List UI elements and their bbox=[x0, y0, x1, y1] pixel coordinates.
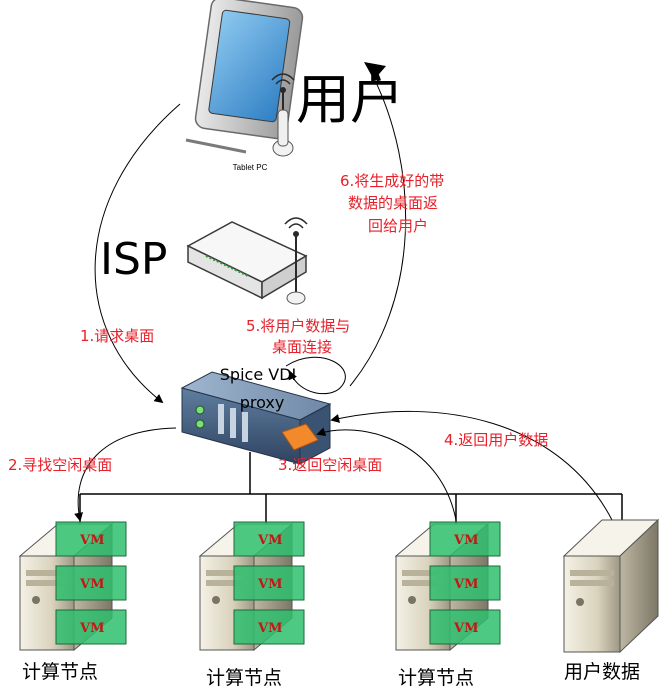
arrow-step5 bbox=[285, 356, 346, 395]
vm-stack: VM VM VM bbox=[55, 521, 127, 645]
tablet-pc-icon bbox=[185, 0, 304, 157]
compute-node-2-label: 计算节点 bbox=[206, 667, 282, 689]
user-data-server-icon bbox=[562, 518, 660, 654]
step6-label-line1: 6.将生成好的带 bbox=[340, 172, 444, 190]
step5-label-line2: 桌面连接 bbox=[272, 338, 332, 356]
step5-label-line1: 5.将用户数据与 bbox=[246, 317, 350, 335]
step6-label-line3: 回给用户 bbox=[368, 217, 428, 235]
vm-stack: VM VM VM bbox=[429, 521, 501, 645]
compute-node-2: VM VM VM bbox=[198, 521, 305, 652]
arrow-step6 bbox=[349, 72, 407, 387]
proxy-label-line1: Spice VDI bbox=[220, 365, 296, 384]
step3-label: 3.返回空闲桌面 bbox=[278, 456, 382, 474]
user-data-label: 用户数据 bbox=[564, 661, 640, 683]
vm-label: VM bbox=[453, 577, 478, 592]
isp-label: ISP bbox=[100, 234, 167, 285]
user-label: 用户 bbox=[296, 68, 404, 131]
tablet-caption: Tablet PC bbox=[233, 163, 268, 172]
flow-arrows bbox=[74, 72, 613, 522]
arrow-step4 bbox=[330, 410, 613, 521]
vm-label: VM bbox=[453, 533, 478, 548]
step1-label: 1.请求桌面 bbox=[80, 327, 154, 345]
arrow-step3 bbox=[316, 427, 457, 521]
compute-node-1: VM VM VM bbox=[18, 521, 127, 652]
vm-label: VM bbox=[79, 621, 104, 636]
compute-node-3: VM VM VM bbox=[394, 521, 501, 652]
arrow-step1 bbox=[94, 103, 181, 404]
return-arrowhead-icon bbox=[364, 62, 386, 80]
compute-node-1-label: 计算节点 bbox=[22, 661, 98, 683]
step6-label-line2: 数据的桌面返 bbox=[348, 194, 438, 212]
arrow-step2 bbox=[74, 427, 177, 522]
compute-node-3-label: 计算节点 bbox=[398, 667, 474, 689]
vm-label: VM bbox=[79, 533, 104, 548]
vm-label: VM bbox=[79, 577, 104, 592]
step4-label: 4.返回用户数据 bbox=[444, 431, 548, 449]
vm-label: VM bbox=[257, 621, 282, 636]
vm-label: VM bbox=[257, 533, 282, 548]
step2-label: 2.寻找空闲桌面 bbox=[8, 456, 112, 474]
vm-label: VM bbox=[257, 577, 282, 592]
proxy-label-line2: proxy bbox=[240, 393, 285, 412]
vm-label: VM bbox=[453, 621, 478, 636]
vm-stack: VM VM VM bbox=[233, 521, 305, 645]
router-icon bbox=[186, 217, 308, 305]
spice-vdi-proxy-icon bbox=[180, 371, 332, 465]
